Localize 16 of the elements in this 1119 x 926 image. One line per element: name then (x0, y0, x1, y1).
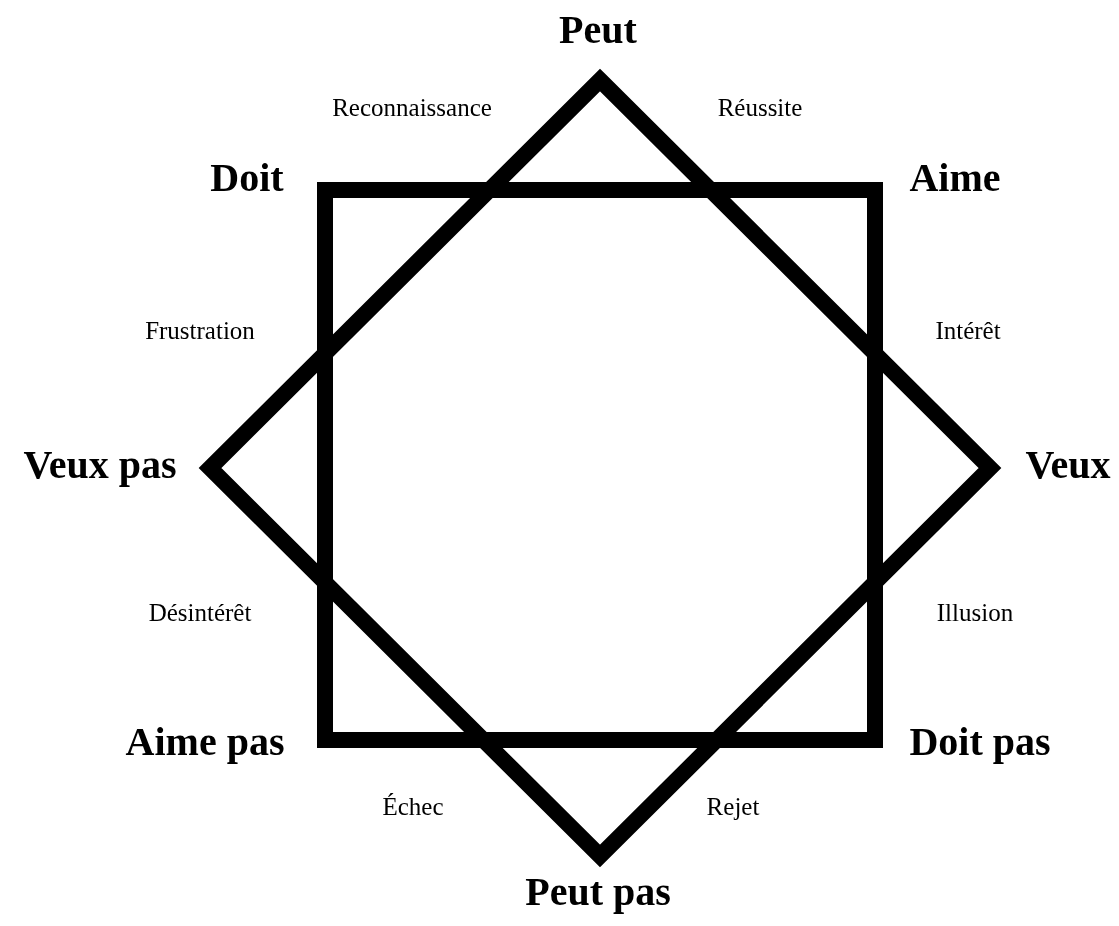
emotion-label: Illusion (936, 599, 1014, 625)
emotion-label: Réussite (717, 94, 803, 120)
emotion-label: Désintérêt (148, 599, 252, 625)
vertex-label: Peut pas (525, 872, 671, 912)
emotion-label: Intérêt (935, 317, 1001, 343)
emotion-label: Reconnaissance (332, 94, 492, 120)
corner-label: Doit (210, 158, 284, 198)
corner-label: Aime pas (125, 722, 285, 762)
corner-label: Doit pas (909, 722, 1051, 762)
vertex-label: Veux pas (23, 445, 177, 485)
corner-label: Aime (909, 158, 1001, 198)
vertex-label: Veux (1025, 445, 1111, 485)
emotion-label: Échec (382, 793, 444, 819)
vertex-label: Peut (559, 10, 637, 50)
emotion-label: Frustration (145, 317, 255, 343)
emotion-label: Rejet (706, 793, 760, 819)
